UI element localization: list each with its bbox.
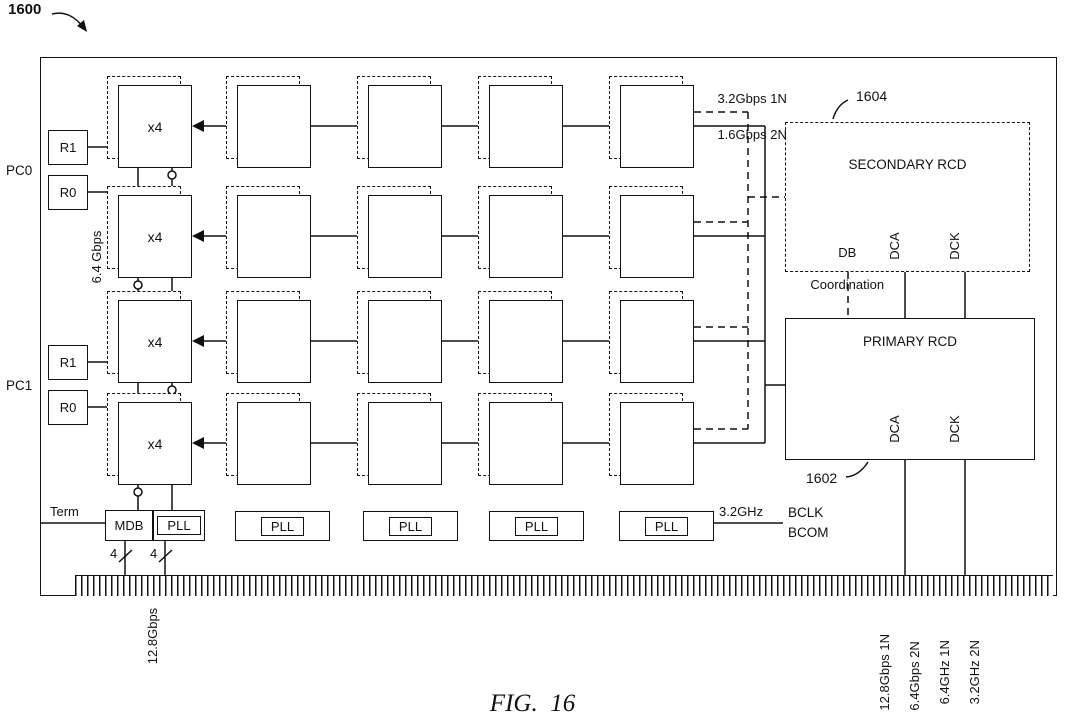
pll-label: PLL — [157, 516, 201, 535]
primary-dck-label: DCK — [946, 415, 962, 443]
primary-rcd-box — [785, 318, 1035, 460]
rank-box-r1-pc1: R1 — [48, 345, 88, 380]
x4-label: x4 — [147, 118, 163, 135]
dram-chip — [357, 186, 442, 278]
dram-chip-front: x4 — [118, 402, 192, 485]
dram-chip-front — [489, 300, 563, 383]
pll-label: PLL — [388, 516, 433, 536]
secondary-rcd-box — [785, 122, 1030, 272]
mdb-box: MDB — [105, 510, 153, 541]
dram-chip — [226, 76, 311, 168]
dram-chip — [357, 393, 442, 485]
channel-label-pc0: PC0 — [6, 163, 33, 178]
rank-label: R0 — [59, 185, 77, 200]
secondary-rcd-ref: 1604 — [856, 88, 888, 104]
bclk-label: BCLK — [788, 505, 824, 520]
dashed-wires — [694, 111, 849, 430]
rank-label: R1 — [59, 355, 77, 370]
pll-label: PLL — [644, 516, 689, 536]
left-bus-speed-label: 6.4 Gbps — [88, 230, 104, 284]
figure-caption: FIG. 16 — [489, 690, 576, 717]
dram-chip — [357, 291, 442, 383]
dram-chip-front — [620, 402, 694, 485]
dram-chip-front — [489, 402, 563, 485]
dram-chip — [226, 186, 311, 278]
pll-box: PLL — [153, 510, 205, 541]
rank-box-r1-pc0: R1 — [48, 130, 88, 165]
dram-x4-chip: x4 — [107, 291, 192, 383]
dram-chip-front: x4 — [118, 195, 192, 278]
pll-box: PLL — [363, 511, 458, 541]
db-coordination-line1: DB — [838, 245, 857, 260]
dram-chip-front — [489, 85, 563, 168]
rank-label: R0 — [59, 400, 77, 415]
dram-chip-front — [368, 300, 442, 383]
mdb-label: MDB — [114, 518, 144, 533]
pll-label: PLL — [514, 516, 559, 536]
dram-chip-front — [620, 195, 694, 278]
rank-box-r0-pc1: R0 — [48, 390, 88, 425]
secondary-dck-label: DCK — [946, 232, 962, 260]
dram-chip — [226, 393, 311, 485]
dram-chip-front — [237, 300, 311, 383]
dram-chip — [609, 393, 694, 485]
term-label: Term — [50, 504, 79, 519]
primary-rcd-title: PRIMARY RCD — [862, 334, 958, 349]
secondary-dca-label: DCA — [886, 232, 902, 260]
dram-chip-front — [620, 300, 694, 383]
mdb-connector-speed: 12.8Gbps — [144, 607, 160, 665]
rank-label: R1 — [59, 140, 77, 155]
db-coordination-line2: Coordination — [810, 277, 885, 292]
dram-chip — [609, 186, 694, 278]
arrowheads — [77, 20, 204, 449]
dram-chip-front — [237, 402, 311, 485]
dram-chip-front — [368, 195, 442, 278]
termination-bubbles — [133, 170, 177, 497]
edge-connector — [75, 575, 1053, 596]
x4-label: x4 — [147, 435, 163, 452]
dram-chip-front — [489, 195, 563, 278]
pll-box: PLL — [619, 511, 714, 541]
bus-width-label: 4 — [150, 546, 158, 561]
dram-x4-chip: x4 — [107, 393, 192, 485]
dram-chip-front: x4 — [118, 300, 192, 383]
dram-chip — [357, 76, 442, 168]
secondary-rcd-title: SECONDARY RCD — [848, 157, 967, 172]
rank-box-r0-pc0: R0 — [48, 175, 88, 210]
dram-chip-front — [237, 85, 311, 168]
db-coordination-label: DB Coordination — [790, 229, 890, 309]
figure-ref-number: 1600 — [8, 1, 42, 18]
dram-chip — [609, 291, 694, 383]
pll-box: PLL — [489, 511, 584, 541]
dram-x4-chip: x4 — [107, 186, 192, 278]
link-speed-2n: 1.6Gbps 2N — [717, 127, 787, 142]
dram-x4-chip: x4 — [107, 76, 192, 168]
chip-link-speed: 3.2Gbps 1N 1.6Gbps 2N — [703, 72, 787, 162]
dram-chip-front — [368, 402, 442, 485]
bclk-freq-label: 3.2GHz — [719, 504, 764, 519]
dram-chip — [609, 76, 694, 168]
dram-chip — [478, 393, 563, 485]
dram-chip — [226, 291, 311, 383]
dram-chip-front — [620, 85, 694, 168]
dram-chip-front — [368, 85, 442, 168]
primary-dca-label: DCA — [886, 415, 902, 443]
bus-width-label: 4 — [110, 546, 118, 561]
dram-chip-front — [237, 195, 311, 278]
x4-label: x4 — [147, 228, 163, 245]
primary-rcd-ref: 1602 — [806, 470, 838, 486]
dram-chip — [478, 186, 563, 278]
pll-box: PLL — [235, 511, 330, 541]
bcom-label: BCOM — [788, 525, 829, 540]
dram-chip — [478, 76, 563, 168]
x4-label: x4 — [147, 333, 163, 350]
pll-label: PLL — [260, 516, 305, 536]
link-speed-1n: 3.2Gbps 1N — [717, 91, 787, 106]
channel-label-pc1: PC1 — [6, 378, 33, 393]
dram-chip — [478, 291, 563, 383]
dram-chip-front: x4 — [118, 85, 192, 168]
